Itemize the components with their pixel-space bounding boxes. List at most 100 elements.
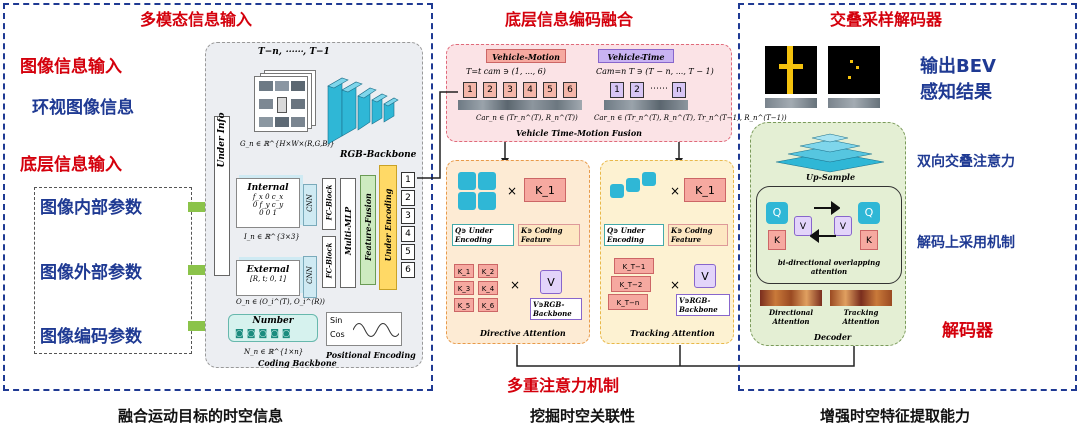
internal-formula: I_n ∈ ℝ^{3×3} [244, 233, 300, 241]
vehicle-time-tag: Vehicle-Time [598, 49, 674, 63]
external-box: External [R, t; 0, 1] [236, 260, 300, 296]
output-index-3: 3 [401, 208, 415, 224]
output-index-4: 4 [401, 226, 415, 242]
tracking-q-under: Q∋ Under Encoding [604, 224, 664, 246]
time-range-label: T−n, ⋯⋯, T−1 [258, 47, 330, 57]
upsample-stack-icon [775, 133, 885, 173]
bi-attention-label: bi-directional overlapping attention [777, 258, 881, 276]
image-formula: G_n ∈ ℝ^{H×W×(R,G,B)} [240, 140, 335, 148]
tracking-k-stack: K_T−1 K_T−2 K_T−n [608, 258, 660, 314]
cos-label: Cos [330, 330, 345, 339]
vehicle-motion-tag: Vehicle-Motion [486, 49, 566, 63]
decoder-label: Decoder [814, 332, 852, 342]
fusion-label: Vehicle Time-Motion Fusion [516, 128, 642, 138]
positional-encoding-label: Positional Encoding [326, 350, 416, 360]
encoding-param-label: 图像编码参数 [40, 327, 142, 347]
bi-q-left: Q [766, 202, 788, 224]
bi-v-left: V [794, 216, 812, 236]
bi-k-right: K [860, 230, 878, 250]
bi-arrows-icon [810, 201, 840, 243]
directive-k-6: K_6 [478, 298, 498, 312]
tracking-q-cube-icon [610, 172, 656, 198]
right-section-title: 交叠采样解码器 [830, 10, 943, 29]
directive-k-2: K_2 [478, 264, 498, 278]
bev-strip-2 [828, 98, 880, 108]
right-caption: 增强时空特征提取能力 [820, 407, 971, 425]
extrinsic-label: 图像外部参数 [40, 263, 142, 283]
directional-attention-label: Directional Attention [769, 308, 813, 326]
external-title: External [246, 265, 290, 275]
internal-title: Internal [247, 183, 289, 193]
perception-label: 感知结果 [920, 82, 992, 103]
surround-image-stack [254, 70, 316, 132]
tracking-attention-title: Tracking Attention [630, 328, 715, 338]
motion-frame-1: 1 [463, 82, 477, 98]
bidir-attention-label: 双向交叠注意力 [917, 154, 1015, 170]
directive-k-coding: K∋ Coding Feature [518, 224, 580, 246]
multi-attention-label: 多重注意力机制 [507, 376, 620, 395]
tracking-k-t2: K_T−2 [611, 276, 651, 292]
bi-q-right: Q [858, 202, 880, 224]
image-input-label: 图像信息输入 [20, 57, 122, 77]
tracking-k-coding: K∋ Coding Feature [668, 224, 728, 246]
bev-output-2 [828, 46, 880, 94]
directive-q-cube-icon [458, 172, 496, 210]
directive-k-4: K_4 [478, 281, 498, 295]
directive-k-1: K_1 [454, 264, 474, 278]
internal-matrix-row-1: f_x 0 c_x [252, 193, 284, 201]
time-frame-1: 1 [610, 82, 624, 98]
cnn-block-internal [303, 184, 317, 226]
motion-frame-4: 4 [523, 82, 537, 98]
upsample-label: Up-Sample [806, 172, 856, 182]
cnn-block-external [303, 256, 317, 298]
internal-box: Internal f_x 0 c_x 0 f_y c_y 0 0 1 [236, 178, 300, 228]
under-encoding-block [379, 165, 397, 290]
camera-icons: ◙◙◙◙◙ [235, 329, 294, 339]
low-input-label: 底层信息输入 [20, 155, 122, 175]
internal-matrix-row-3: 0 0 1 [259, 209, 277, 217]
time-formula: Car_n ∈ (Tr_n^(T), R_n^(T), Tr_n^(T−1), … [594, 114, 787, 122]
under-info-bar [214, 116, 230, 276]
directive-k-3: K_3 [454, 281, 474, 295]
output-index-2: 2 [401, 190, 415, 206]
sin-cos-box: Sin Cos [326, 312, 402, 346]
number-title: Number [252, 316, 294, 326]
directive-q-under: Q∋ Under Encoding [452, 224, 514, 246]
intrinsic-label: 图像内部参数 [40, 198, 142, 218]
surround-image-label: 环视图像信息 [32, 98, 134, 118]
tracking-k-t1: K_T−1 [614, 258, 654, 274]
bi-v-right: V [834, 216, 852, 236]
sine-wave-icon [353, 323, 399, 337]
left-section-frame [3, 3, 433, 391]
motion-frame-3: 3 [503, 82, 517, 98]
directional-heatmap [760, 290, 822, 306]
left-section-title: 多模态信息输入 [140, 10, 253, 29]
number-box: Number ◙◙◙◙◙ [228, 314, 318, 342]
coding-backbone-label: Coding Backbone [258, 358, 337, 368]
output-index-column: 1 2 3 4 5 6 [401, 172, 417, 282]
output-bev-label: 输出BEV [920, 56, 996, 77]
directive-k1-box: K_1 [524, 178, 566, 202]
feature-fusion-block [360, 175, 376, 285]
time-frame-ellipsis: ⋯⋯ [650, 84, 668, 94]
tracking-v-backbone: V∋RGB-Backbone [676, 294, 730, 316]
motion-image-strip [458, 100, 582, 110]
number-formula: N_n ∈ ℝ^{1×n} [244, 348, 304, 356]
decoder-chinese-label: 解码器 [942, 321, 993, 341]
directive-k-grid: K_1 K_2 K_3 K_4 K_5 K_6 [454, 264, 520, 312]
middle-caption: 挖掘时空关联性 [530, 407, 636, 425]
tracking-k1-box: K_1 [684, 178, 726, 202]
motion-frame-2: 2 [483, 82, 497, 98]
rgb-backbone-label: RGB-Backbone [340, 150, 417, 160]
internal-matrix-row-2: 0 f_y c_y [252, 201, 284, 209]
output-index-1: 1 [401, 172, 415, 188]
tracking-k-tn: K_T−n [608, 294, 648, 310]
right-section-frame [738, 3, 1077, 391]
time-frame-n: n [672, 82, 686, 98]
time-frame-2: 2 [630, 82, 644, 98]
sin-label: Sin [330, 316, 343, 325]
fc-block-external [322, 236, 336, 288]
motion-condition: T=t cam ∋ (1, ..., 6) [466, 67, 546, 76]
tracking-times-2: × [670, 278, 681, 292]
time-condition: Cam=n T ∋ (T − n, ..., T − 1) [596, 67, 714, 76]
